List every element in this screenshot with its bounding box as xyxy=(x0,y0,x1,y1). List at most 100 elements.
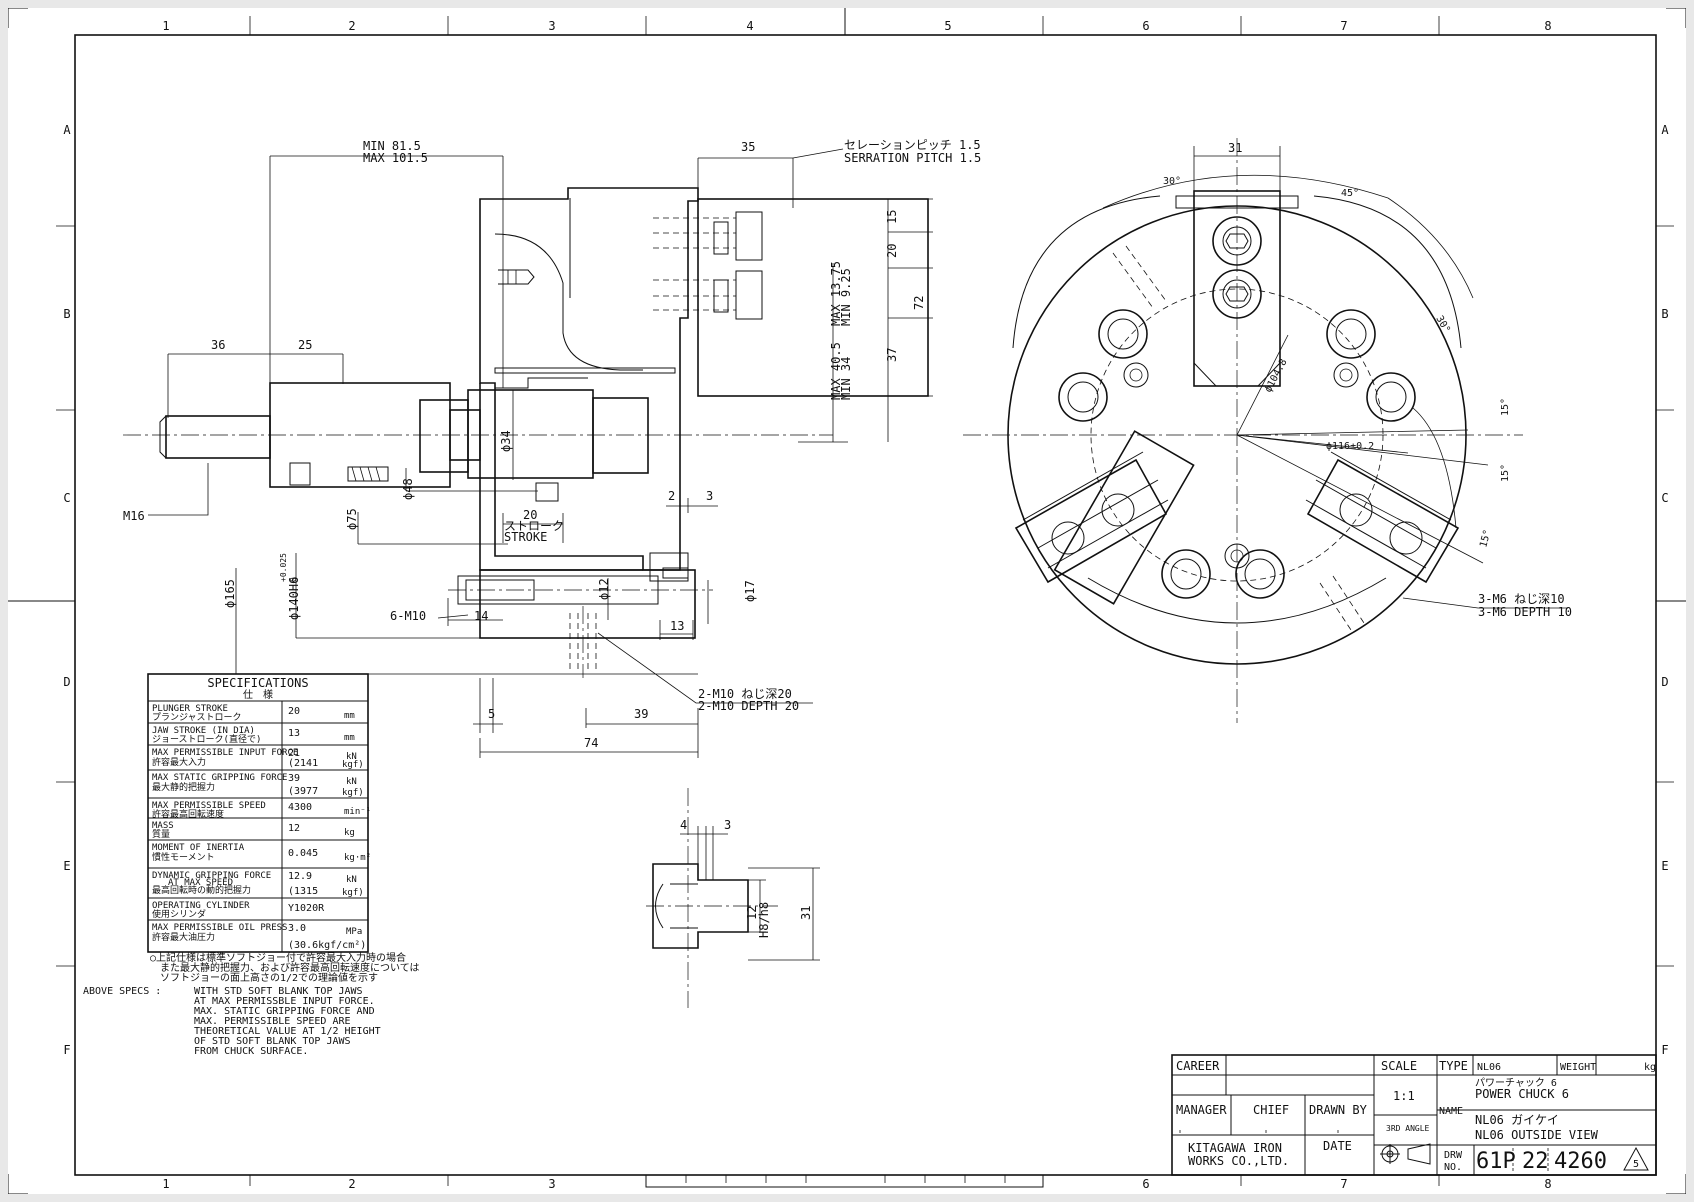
spec-unit: kg xyxy=(344,828,355,838)
specs-title: SPECIFICATIONS xyxy=(207,676,308,690)
tb-company-line1: KITAGAWA IRON xyxy=(1188,1141,1282,1155)
tb-name-jp1: パワーチャック 6 xyxy=(1475,1077,1557,1089)
dim-2-m10-en: 2-M10 DEPTH 20 xyxy=(698,699,799,713)
col-label-bottom: 1 xyxy=(162,1177,169,1191)
col-label-top: 4 xyxy=(746,19,753,33)
row-label-left: D xyxy=(63,675,70,689)
spec-unit: kN xyxy=(346,777,357,787)
spec-value: 4300 xyxy=(288,802,312,813)
stroke-label-en: STROKE xyxy=(504,530,547,544)
spec-value: 13 xyxy=(288,728,300,739)
spec-label-jp: 質量 xyxy=(152,828,170,840)
note-jp-1: ○上記仕様は標準ソフトジョー付で許容最大入力時の場合 xyxy=(150,951,406,964)
spec-label-en: MAX PERMISSIBLE SPEED xyxy=(152,801,266,811)
angle-15-c: 15° xyxy=(1478,528,1493,548)
dim-35: 35 xyxy=(741,140,755,154)
angle-30-right: 30° xyxy=(1433,314,1452,335)
note-en-line: OF STD SOFT BLANK TOP JAWS xyxy=(194,1036,351,1047)
dim-phi140: ϕ140H6 xyxy=(287,577,301,620)
spec-unit-alt: kgf) xyxy=(342,760,364,770)
spec-label-en: PLUNGER STROKE xyxy=(152,704,228,714)
tb-type-label: TYPE xyxy=(1439,1059,1468,1073)
spec-notes: ○上記仕様は標準ソフトジョー付で許容最大入力時の場合 また最大静的把握力、および… xyxy=(83,951,420,1057)
dim-phi34: ϕ34 xyxy=(499,430,513,452)
dim-phi165: ϕ165 xyxy=(223,579,237,608)
tb-scale-label: SCALE xyxy=(1381,1059,1417,1073)
tb-drawing-number-3: 4260 xyxy=(1554,1149,1607,1174)
serration-detail-view: 4 3 12 H8/h8 31 xyxy=(646,788,820,1008)
row-label-left: F xyxy=(63,1043,70,1057)
callout-3-m6-jp: 3-M6 ねじ深10 xyxy=(1478,592,1565,606)
spec-label-en: DYNAMIC GRIPPING FORCE xyxy=(152,871,271,881)
spec-value: 0.045 xyxy=(288,848,318,859)
spec-unit-alt: kgf) xyxy=(342,788,364,798)
spec-unit: kN xyxy=(346,875,357,885)
spec-unit: mm xyxy=(344,711,355,721)
spec-unit: mm xyxy=(344,733,355,743)
dim-2: 2 xyxy=(668,489,675,503)
row-label-right: F xyxy=(1661,1043,1668,1057)
technical-drawing: 1 2 3 4 5 6 7 8 1 2 3 6 7 8 A B C D E F … xyxy=(8,8,1686,1194)
dim-31-jaw: 31 xyxy=(1228,141,1242,155)
spec-label-jp: 慣性モーメント xyxy=(152,851,215,863)
row-label-left: E xyxy=(63,859,70,873)
detail-dim-4: 4 xyxy=(680,818,687,832)
col-label-top: 5 xyxy=(944,19,951,33)
spec-label-en: OPERATING CYLINDER xyxy=(152,901,250,911)
tb-name-en2: NL06 OUTSIDE VIEW xyxy=(1475,1128,1599,1142)
spec-value: 3.0 xyxy=(288,923,306,934)
third-angle-projection-icon xyxy=(1380,1143,1431,1165)
spec-unit: kN xyxy=(346,752,357,762)
spec-value: 20 xyxy=(288,706,300,717)
dim-phi116: ϕ116±0.2 xyxy=(1326,441,1374,452)
spec-value-alt: (1315 xyxy=(288,886,318,897)
col-label-top: 7 xyxy=(1340,19,1347,33)
side-section-view: MIN 81.5 MAX 101.5 35 セレーションピッチ 1.5 SERR… xyxy=(123,138,981,758)
note-en-line: MAX. PERMISSIBLE SPEED ARE xyxy=(194,1016,351,1027)
spec-unit: MPa xyxy=(346,927,362,937)
tb-chief-label: CHIEF xyxy=(1253,1103,1289,1117)
detail-fit-h8: H8/h8 xyxy=(757,902,771,938)
dim-min-stroke: MIN 81.5 xyxy=(363,139,421,153)
callout-3-m6-en: 3-M6 DEPTH 10 xyxy=(1478,605,1572,619)
dim-39: 39 xyxy=(634,707,648,721)
spec-value-alt: (2141 xyxy=(288,758,318,769)
col-label-bottom: 3 xyxy=(548,1177,555,1191)
angle-30-top: 30° xyxy=(1163,176,1181,187)
dim-74: 74 xyxy=(584,736,598,750)
tb-type-value: NL06 xyxy=(1477,1062,1501,1073)
note-jp-3: ソフトジョーの面上高さの1/2での理論値を示す xyxy=(160,971,378,984)
tb-date-label: DATE xyxy=(1323,1139,1352,1153)
note-en-label: ABOVE SPECS : xyxy=(83,986,161,997)
col-label-top: 8 xyxy=(1544,19,1551,33)
dim-phi48: ϕ48 xyxy=(401,478,415,500)
dim-phi12: ϕ12 xyxy=(597,578,611,600)
col-label-bottom: 2 xyxy=(348,1177,355,1191)
col-label-top: 6 xyxy=(1142,19,1149,33)
tb-scale-value: 1:1 xyxy=(1393,1089,1415,1103)
dim-phi17: ϕ17 xyxy=(743,580,757,602)
front-view: 31 30° 45° 30° 15° 15° 15° ϕ104.8 ϕ116±0… xyxy=(963,138,1572,723)
spec-label-en: MAX PERMISSIBLE INPUT FORCE xyxy=(152,748,298,758)
tb-company-line2: WORKS CO.,LTD. xyxy=(1188,1154,1289,1168)
spec-value: 21 xyxy=(288,748,300,759)
spec-label-jp: 許容最大入力 xyxy=(152,756,206,768)
row-label-left: C xyxy=(63,491,70,505)
row-label-right: A xyxy=(1661,123,1669,137)
note-jp-2: また最大静的把握力、および許容最高回転速度については xyxy=(160,961,420,974)
stroke-label-jp: ストローク xyxy=(504,519,564,533)
note-en-line: AT MAX PERMISSBLE INPUT FORCE. xyxy=(194,996,375,1007)
specifications-table: SPECIFICATIONS 仕 様 PLUNGER STROKEプランジャスト… xyxy=(147,673,371,953)
spec-label-en: AT MAX SPEED xyxy=(168,878,233,888)
spec-label-en: MASS xyxy=(152,821,174,831)
note-en-line: FROM CHUCK SURFACE. xyxy=(194,1046,308,1057)
spec-label-jp: 最高回転時の動的把握力 xyxy=(152,884,251,896)
spec-value-alt: (30.6kgf/cm²) xyxy=(288,940,366,951)
angle-45: 45° xyxy=(1341,188,1359,199)
dim-phi75: ϕ75 xyxy=(345,508,359,530)
spec-value: 12 xyxy=(288,823,300,834)
row-label-left: A xyxy=(63,123,71,137)
col-label-top: 2 xyxy=(348,19,355,33)
dim-15: 15 xyxy=(885,210,899,224)
